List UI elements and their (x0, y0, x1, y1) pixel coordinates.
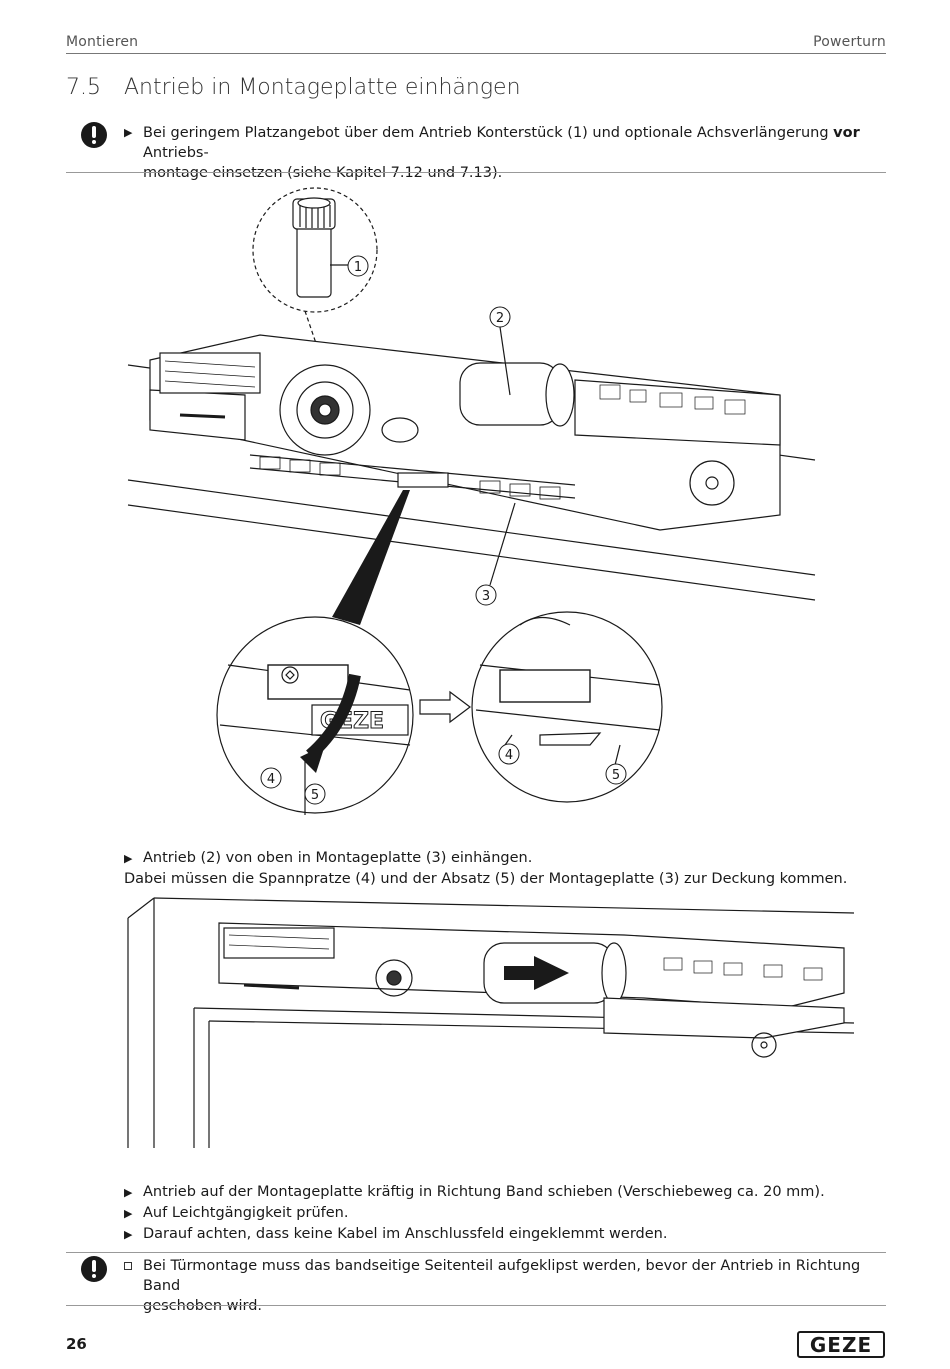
note-text-line2: montage einsetzen (siehe Kapitel 7.12 un… (143, 165, 503, 181)
callout-4-right: 4 (505, 748, 513, 763)
section-number: 7.5 (66, 75, 101, 100)
push-direction-arrow (504, 956, 569, 990)
page-number: 26 (66, 1335, 87, 1353)
callout-2: 2 (496, 311, 504, 326)
step-check-cables: ▶ Darauf achten, dass keine Kabel im Ansc… (124, 1224, 884, 1245)
step-hang-drive: ▶ Antrieb (2) von oben in Montageplatte (… (124, 848, 884, 889)
geze-logo: GEZE (797, 1331, 885, 1358)
note2-line2: geschoben wird. (143, 1298, 263, 1314)
section-title: Antrieb in Montageplatte einhängen (124, 75, 521, 100)
bullet-triangle-icon: ▶ (124, 1228, 133, 1241)
note-text-part1: Bei geringem Platzangebot über dem Antri… (143, 125, 834, 141)
bullet-triangle-icon: ▶ (124, 126, 133, 139)
figure-drive-on-door (127, 897, 854, 1148)
callout-4-left: 4 (267, 772, 275, 787)
header-divider (66, 53, 886, 54)
callout-5-left: 5 (311, 788, 319, 803)
callout-5-right: 5 (612, 768, 620, 783)
note2-bottom-divider (66, 1305, 886, 1306)
bullet-triangle-icon: ▶ (124, 1186, 133, 1199)
note-text-part2: Antriebs- (143, 145, 209, 161)
header-chapter: Montieren (66, 34, 139, 50)
note2-line1: Bei Türmontage muss das bandseitige Seit… (143, 1258, 861, 1294)
note2-text: Bei Türmontage muss das bandseitige Seit… (143, 1256, 888, 1316)
detail-circle-counterpiece (252, 187, 378, 313)
callout-1: 1 (354, 260, 362, 275)
header-product: Powerturn (813, 34, 886, 50)
note-warning-text: Bei geringem Platzangebot über dem Antri… (143, 123, 888, 183)
checkbox-square-icon (124, 1262, 132, 1270)
step-list: ▶ Antrieb auf der Montageplatte kräftig i… (124, 1182, 884, 1245)
step-check-cables-text: Darauf achten, dass keine Kabel im Ansch… (143, 1226, 668, 1242)
warning-icon (81, 122, 107, 148)
step-check-movement-text: Auf Leichtgängigkeit prüfen. (143, 1205, 349, 1221)
bullet-triangle-icon: ▶ (124, 852, 133, 865)
step-push-drive: ▶ Antrieb auf der Montageplatte kräftig i… (124, 1182, 884, 1203)
detail-circle-right (471, 611, 663, 803)
step-hang-drive-line2: Dabei müssen die Spannpratze (4) und der… (124, 871, 848, 887)
step-push-drive-text: Antrieb auf der Montageplatte kräftig in… (143, 1184, 825, 1200)
step-check-movement: ▶ Auf Leichtgängigkeit prüfen. (124, 1203, 884, 1224)
callout-3: 3 (482, 589, 490, 604)
warning-icon (81, 1256, 107, 1282)
bullet-triangle-icon: ▶ (124, 1207, 133, 1220)
step-hang-drive-line1: Antrieb (2) von oben in Montageplatte (3… (143, 850, 533, 866)
note-text-bold: vor (833, 125, 860, 141)
note2-top-divider (66, 1252, 886, 1253)
note-divider (66, 172, 886, 173)
figure-drive-mounting: GEZE 1 2 3 4 5 4 5 (127, 187, 816, 815)
